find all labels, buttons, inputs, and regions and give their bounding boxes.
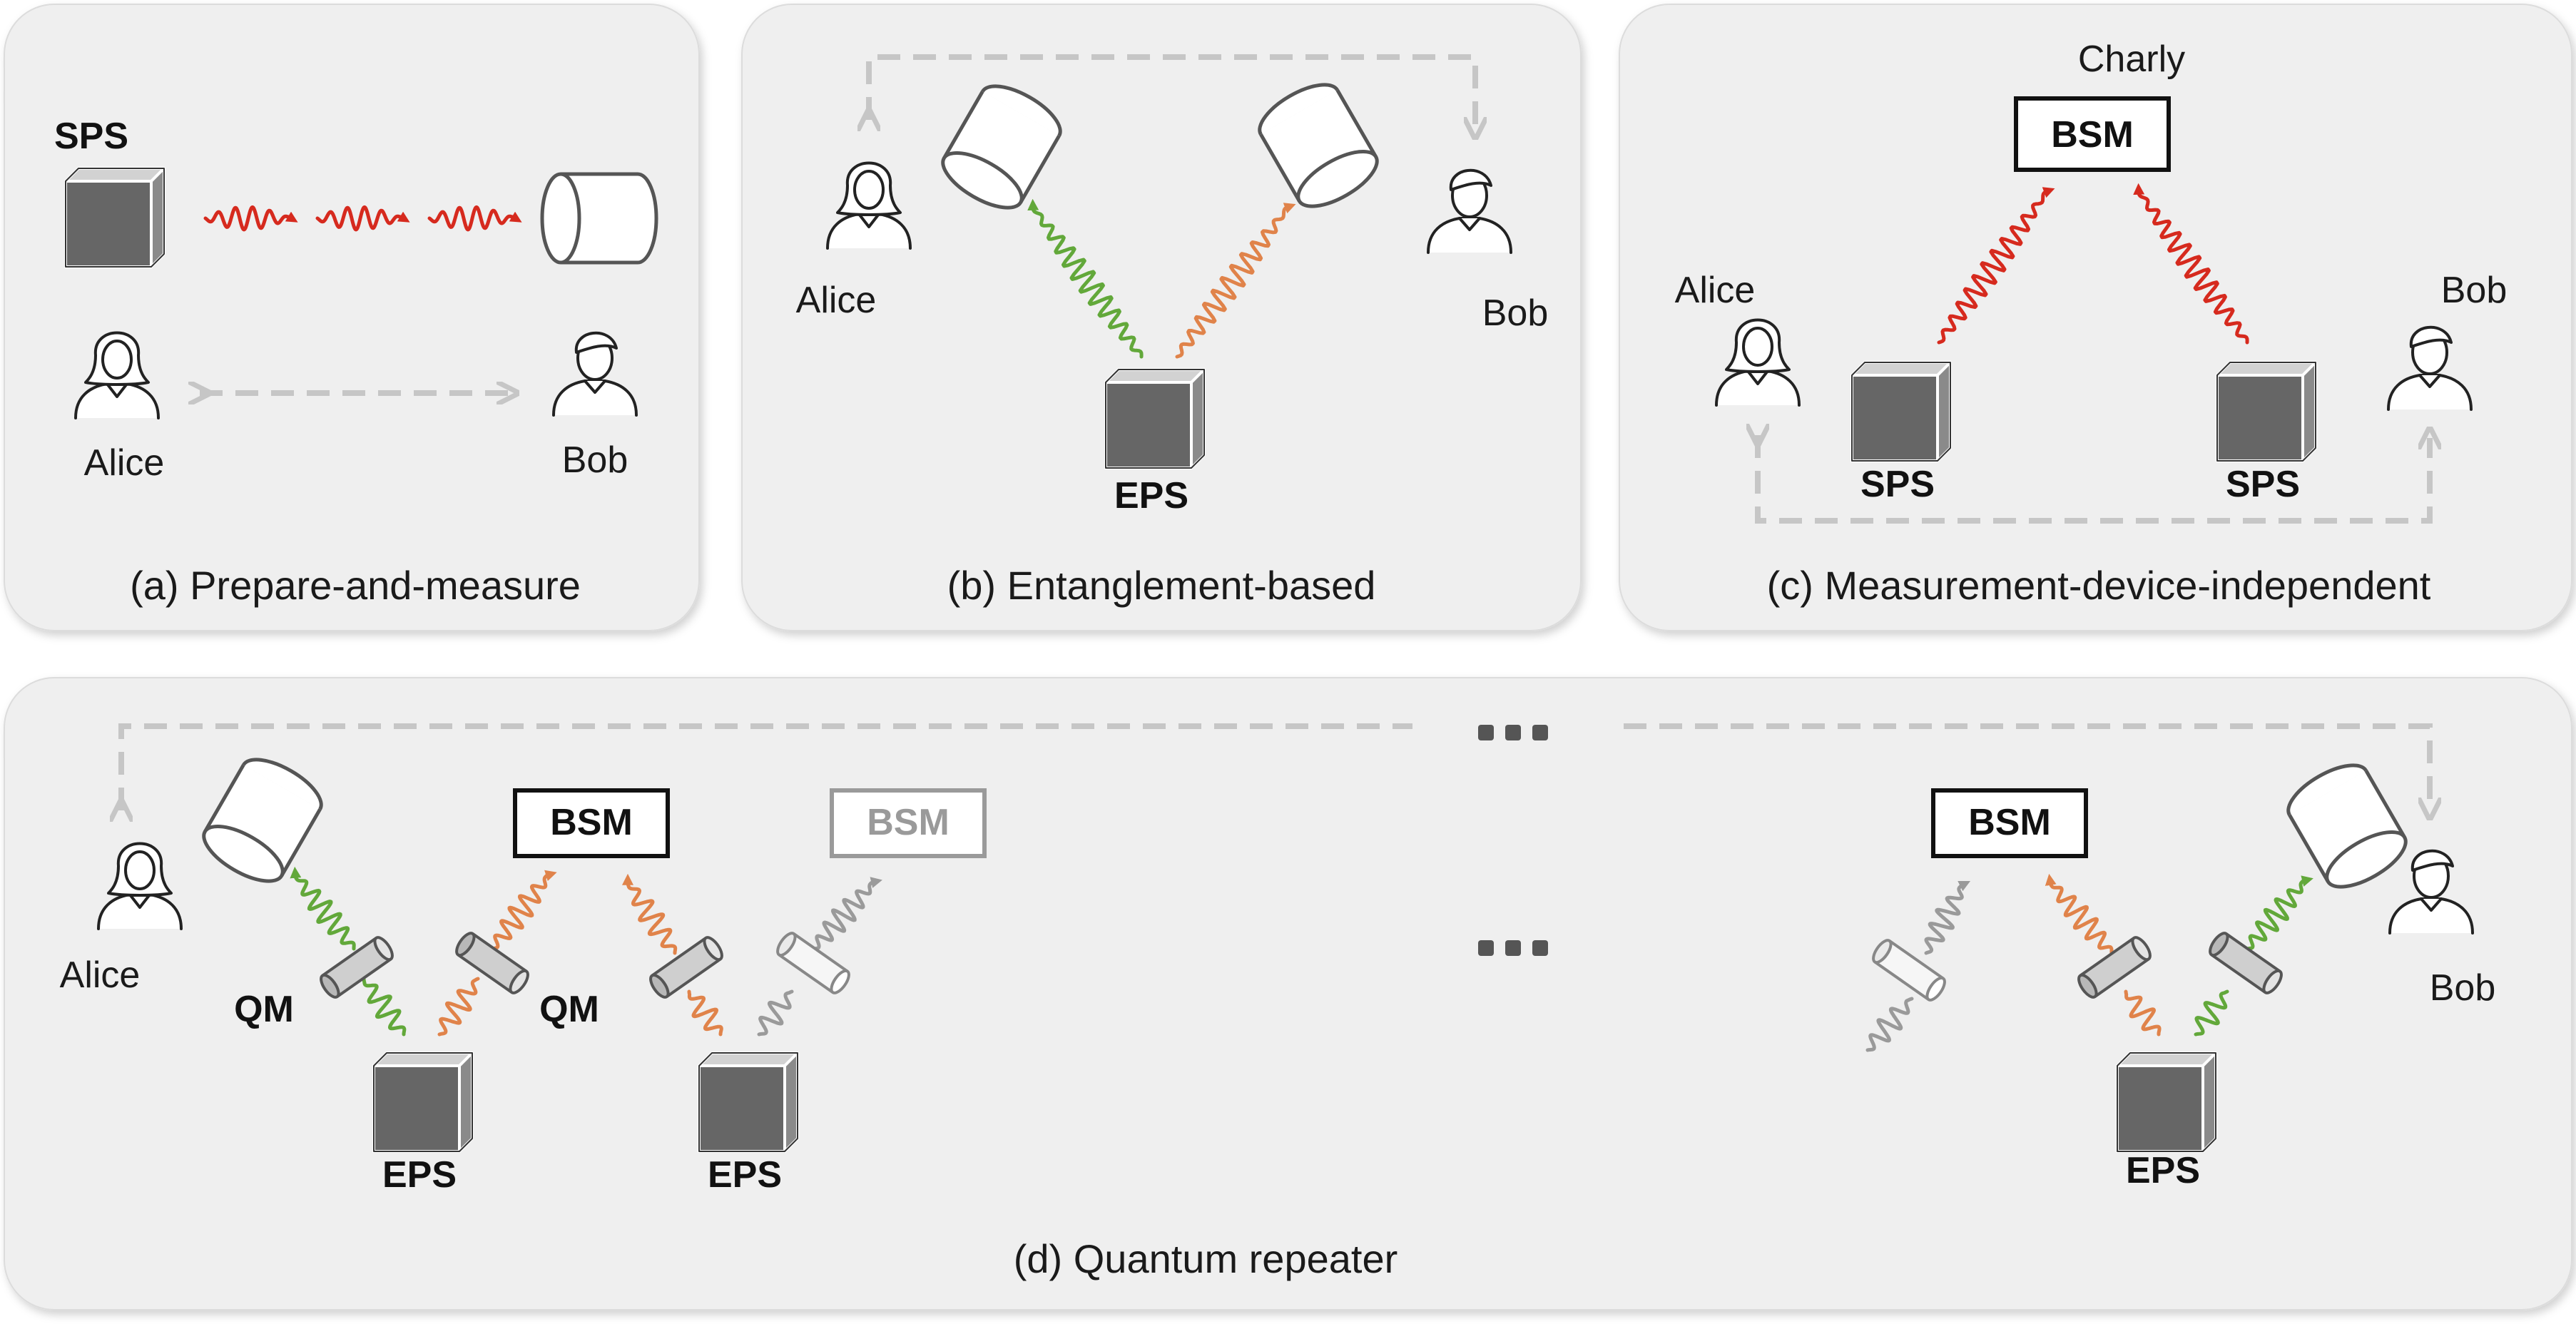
alice-label: Alice [1675, 270, 1756, 311]
eps-label-3: EPS [2126, 1150, 2200, 1191]
photon-wave-path [1027, 198, 1144, 359]
photon-red-3 [427, 205, 522, 232]
eps-label: EPS [1114, 475, 1188, 516]
alice-label: Alice [60, 954, 141, 996]
panel-a-background [4, 4, 700, 631]
photon-orange-to-bsm [490, 870, 557, 951]
source-box-icon-1 [372, 1052, 474, 1153]
source-box-icon-right [2216, 361, 2317, 462]
sps-label-right: SPS [2226, 464, 2300, 505]
ellipsis-icon-top [1478, 725, 1548, 740]
photon-orange-to-bsm-1 [621, 873, 678, 955]
sps-label: SPS [54, 116, 128, 157]
photon-gray-incoming [1924, 880, 1971, 955]
panel-entanglement-based: Alice Bob EPS (b) Entanglement-based [741, 4, 1582, 631]
photon-wave-path [490, 870, 557, 951]
photon-orange-to-qm [437, 977, 480, 1037]
eps-label-1: EPS [382, 1154, 457, 1196]
photon-gray-to-bsm-2 [811, 877, 882, 951]
photon-green-3 [2194, 989, 2229, 1037]
bsm-label-2: BSM [867, 802, 950, 843]
bob-label: Bob [2441, 270, 2508, 311]
bsm-label: BSM [2051, 114, 2134, 156]
photon-gray-3 [1865, 997, 1914, 1052]
photon-wave-path [437, 977, 480, 1037]
panel-a-caption: (a) Prepare-and-measure [130, 563, 581, 608]
panel-c-background [1619, 4, 2572, 631]
alice-label: Alice [84, 442, 165, 484]
photon-green-to-detector [290, 866, 356, 951]
photon-wave-path [2245, 875, 2313, 951]
panel-d-caption: (d) Quantum repeater [1014, 1236, 1398, 1281]
photon-wave-path [757, 989, 794, 1037]
panel-quantum-repeater: Alice Bob BSM BSM QM QM EPS EPS BSM [4, 677, 2572, 1310]
classical-channel-right [1624, 723, 2430, 809]
photon-wave-path [621, 873, 678, 955]
photon-green [1027, 198, 1144, 359]
photon-wave-path [2133, 183, 2249, 345]
panel-measurement-device-independent: Charly BSM Alice Bob SPS SPS (c) Measure… [1619, 4, 2572, 631]
detector-icon [542, 174, 656, 263]
photon-wave-path [290, 866, 356, 951]
photon-orange-2 [687, 989, 723, 1037]
source-box-icon [1104, 368, 1206, 469]
charly-label: Charly [2078, 39, 2185, 80]
photon-orange [1175, 203, 1296, 359]
photon-wave-path [1924, 880, 1971, 955]
panel-d-background [4, 677, 2572, 1310]
photon-gray-2 [757, 989, 794, 1037]
photon-wave-path [362, 977, 407, 1037]
source-box-icon-left [1850, 361, 1952, 462]
bsm-box-1 [513, 788, 670, 858]
classical-channel-left [121, 723, 1412, 810]
classical-channel [869, 54, 1475, 128]
photon-orange-3 [2124, 989, 2162, 1037]
qm-label-right: QM [539, 989, 599, 1030]
photon-wave-path [811, 877, 882, 951]
photon-wave-path [2194, 989, 2229, 1037]
photon-wave-path [427, 205, 522, 232]
photon-wave-path [315, 205, 410, 232]
photon-red-right [2133, 183, 2249, 345]
eps-label-2: EPS [708, 1154, 782, 1196]
ellipsis-icon-middle [1478, 940, 1548, 956]
source-box-icon-2 [698, 1052, 799, 1153]
sps-label-left: SPS [1860, 464, 1935, 505]
classical-channel [1758, 435, 2430, 524]
qm-label-left: QM [234, 989, 294, 1030]
photon-wave-path [687, 989, 723, 1037]
bob-label: Bob [1482, 292, 1549, 334]
panel-b-caption: (b) Entanglement-based [947, 563, 1376, 608]
photon-red-2 [315, 205, 410, 232]
photon-wave-path [2124, 989, 2162, 1037]
source-box-icon [64, 167, 166, 268]
panel-prepare-and-measure: SPS Alice Bob (a) Prepare-and-measure [4, 4, 700, 631]
photon-wave-path [203, 205, 298, 232]
bob-label: Bob [562, 439, 628, 481]
photon-orange-to-bsm-3 [2045, 873, 2114, 955]
photon-red-left [1937, 187, 2055, 345]
photon-wave-path [2045, 873, 2114, 955]
photon-wave-path [1175, 203, 1296, 359]
alice-label: Alice [796, 280, 877, 321]
photon-wave-path [1865, 997, 1914, 1052]
bob-label: Bob [2430, 967, 2496, 1009]
panel-c-caption: (c) Measurement-device-independent [1767, 563, 2431, 608]
bsm-label-3: BSM [1968, 802, 2051, 843]
source-box-icon-3 [2116, 1052, 2217, 1153]
photon-wave-path [1937, 187, 2055, 345]
photon-green-to-detector-right [2245, 875, 2313, 951]
bsm-box [2014, 96, 2171, 172]
bsm-box-2 [830, 788, 987, 858]
photon-green-to-qm [362, 977, 407, 1037]
photon-red-1 [203, 205, 298, 232]
bsm-label-1: BSM [550, 802, 633, 843]
bsm-box-3 [1931, 788, 2088, 858]
